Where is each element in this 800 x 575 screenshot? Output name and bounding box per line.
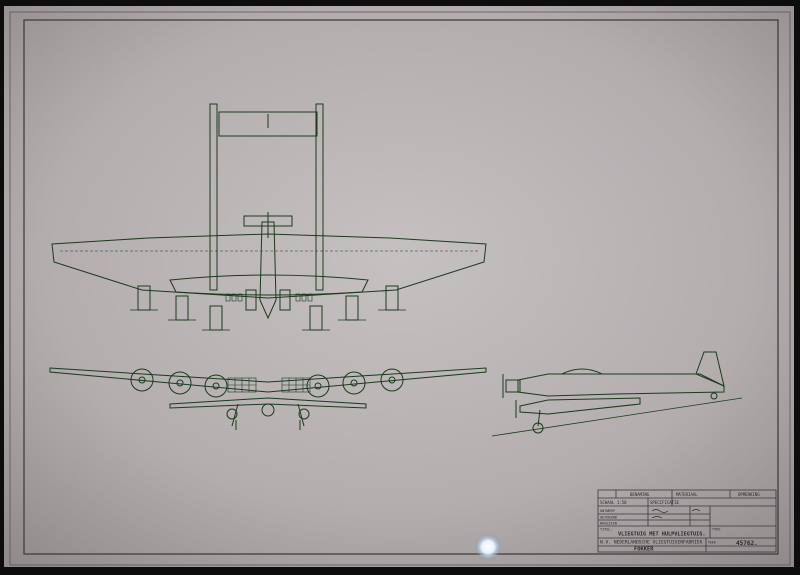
front-view-upper-wing <box>49 367 487 393</box>
title-block-type-label: TYPE <box>712 528 720 532</box>
title-block-title-label: TITEL: <box>600 528 613 532</box>
top-view-propellers <box>130 309 406 331</box>
title-block-row-getekend: GETEKEND <box>600 516 617 520</box>
drawing-number: 45762. <box>736 540 758 547</box>
side-view-wing-top <box>561 368 603 375</box>
brand-name: FOKKER <box>634 547 654 553</box>
title-block-row-ontwerp: ONTWERP <box>600 509 615 513</box>
top-view-engine-4 <box>245 289 257 311</box>
title-block-scale: SCHAAL 1:50 <box>600 500 627 505</box>
side-view-ground-line <box>491 397 743 437</box>
front-view-fuselage <box>261 403 275 417</box>
front-view-cabin-grid <box>227 377 311 393</box>
handwritten-initials <box>651 509 701 519</box>
inner-border <box>23 19 779 555</box>
top-view-engine-5 <box>279 289 291 311</box>
top-view-left-boom <box>209 103 218 291</box>
side-view-fuselage <box>517 373 725 397</box>
title-block-col3: OPMERKING <box>738 492 760 497</box>
top-view-main-wing <box>51 233 487 299</box>
paper <box>4 6 794 567</box>
company-name: N.V. NEDERLANDSCHE VLIEGTUIGENFABRIEK <box>600 540 703 546</box>
front-view-strut-left <box>231 403 239 427</box>
top-view <box>51 103 487 331</box>
title-block-specification: SPECIFICATIE <box>650 500 679 505</box>
outer-border <box>9 11 791 566</box>
drawing-number-label: TEEK <box>708 541 716 545</box>
front-view-wheel-right <box>298 408 310 420</box>
front-view-engines <box>130 368 404 398</box>
side-view-engine <box>505 379 521 393</box>
title-block-col1: BENAMING <box>630 492 650 497</box>
top-view-right-boom <box>315 103 324 291</box>
title-block-row-nagezien: NAGEZIEN <box>600 522 617 526</box>
side-view-auxiliary-fuselage <box>519 397 641 415</box>
drawing-title: VLIEGTUIG MET HULPVLIEGTUIG. <box>618 532 705 538</box>
front-view-lower-wing <box>169 397 367 409</box>
front-view <box>49 367 487 430</box>
side-view-tail-wheel <box>710 392 718 400</box>
top-view-cabin-windows <box>225 293 313 302</box>
front-view-wheel-left <box>226 408 238 420</box>
title-block-col2: MATERIAAL <box>676 492 698 497</box>
front-view-strut-right <box>297 403 305 427</box>
top-view-fuselage <box>259 221 277 320</box>
side-view <box>491 351 743 437</box>
light-spot <box>474 533 502 561</box>
title-block <box>597 489 777 553</box>
top-view-tailplane <box>218 111 318 137</box>
top-view-auxiliary-wing <box>169 274 369 296</box>
side-view-fin <box>695 351 725 387</box>
